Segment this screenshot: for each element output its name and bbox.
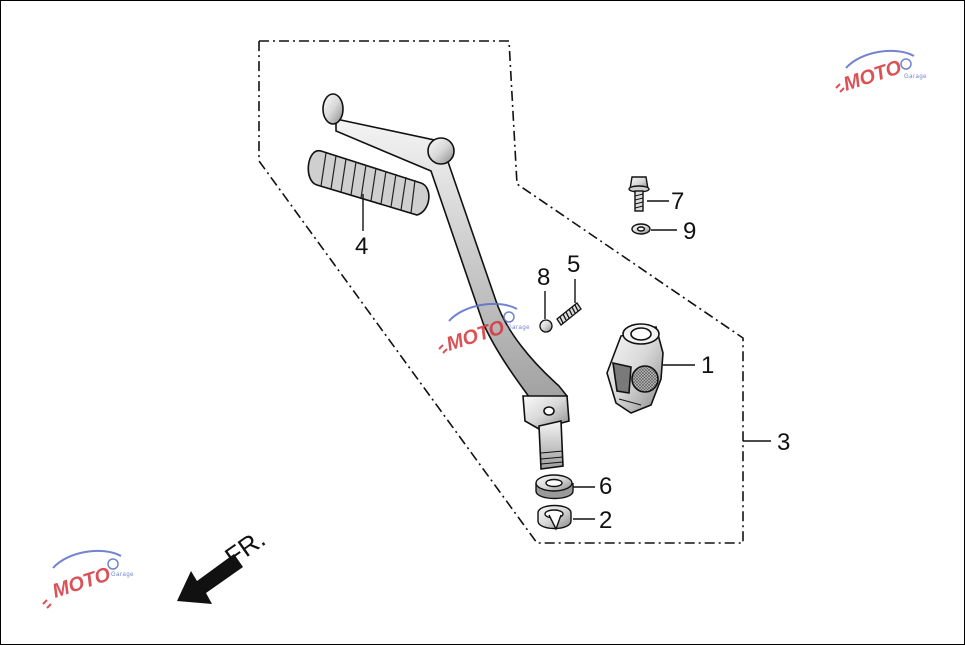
kick-arm-part: [322, 93, 570, 470]
callout-4: 4: [355, 233, 368, 260]
callout-7: 7: [671, 188, 684, 215]
front-arrow-icon: [177, 554, 243, 604]
steel-ball-part: [539, 319, 553, 333]
front-direction-indicator: FR.: [177, 523, 271, 604]
callout-9: 9: [683, 218, 696, 245]
watermark-text: MOTO: [50, 563, 114, 602]
watermark-text: MOTO: [841, 56, 905, 95]
watermark-subtext: Garage: [904, 74, 927, 80]
callout-8: 8: [537, 264, 550, 291]
spring-part: [556, 302, 582, 326]
bolt-part: [628, 176, 650, 212]
callout-6: 6: [599, 473, 612, 500]
washer-small-part: [631, 223, 651, 235]
kick-boss-part: [606, 323, 664, 414]
callout-2: 2: [599, 507, 612, 534]
pedal-rubber-part: [307, 150, 430, 216]
watermark-subtext: Garage: [507, 325, 530, 331]
watermark-bottom-left: MOTO Garage: [42, 549, 134, 609]
washer-large-part: [535, 474, 574, 500]
leader-lines: [362, 194, 771, 520]
callout-5: 5: [567, 251, 580, 278]
callout-1: 1: [701, 352, 714, 379]
watermark-top-right: MOTO Garage: [835, 49, 927, 96]
circlip-part: [537, 504, 572, 531]
callout-3: 3: [777, 429, 790, 456]
watermark-subtext: Garage: [111, 572, 134, 578]
